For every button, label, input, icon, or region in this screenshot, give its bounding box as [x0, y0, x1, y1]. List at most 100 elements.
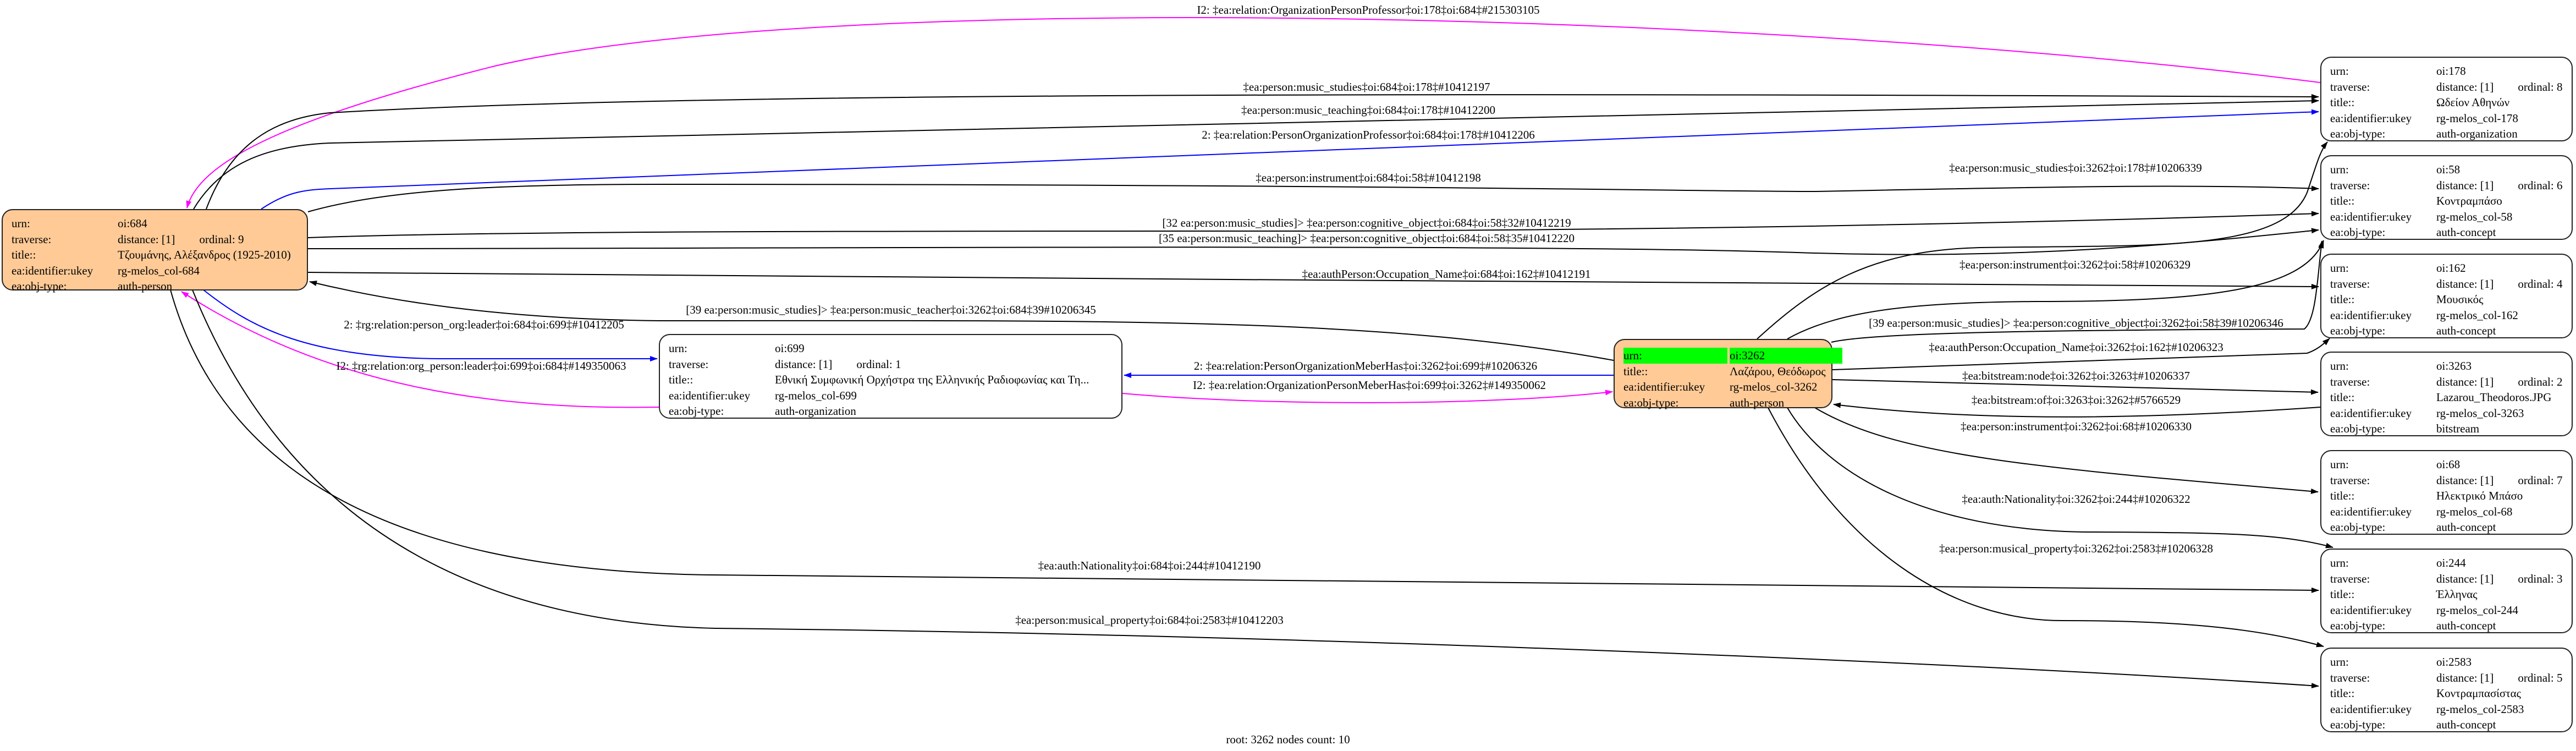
node-field-urn: urn:oi:3262	[1623, 348, 1842, 364]
graph-edge: 2: ‡ea:relation:PersonOrganizationProfes…	[261, 109, 2319, 210]
node-field-urn: urn:oi:684	[12, 216, 307, 232]
field-label: urn:	[2330, 64, 2349, 78]
edge-line	[261, 109, 2319, 210]
edge-line	[307, 183, 2319, 212]
distance-value: distance: [1]	[2436, 671, 2494, 684]
node-field-objtype: ea:obj-type:auth-organization	[669, 403, 1121, 419]
distance-value: distance: [1]	[2436, 80, 2494, 94]
edge-line	[309, 281, 1614, 361]
field-value: Κοντραμπασίστας	[2436, 687, 2521, 700]
field-label: urn:	[2330, 163, 2349, 176]
edge-label: ‡ea:auth:Nationality‡oi:3262‡oi:244‡#102…	[1962, 492, 2190, 506]
field-label: ea:obj-type:	[1623, 396, 1679, 409]
edge-line	[1757, 141, 2328, 339]
edge-line	[1832, 379, 2319, 395]
edge-line	[1832, 338, 2330, 370]
ordinal-value: ordinal: 8	[2518, 80, 2563, 94]
field-value: auth-concept	[2436, 718, 2496, 731]
distance-value: distance: [1]	[2436, 375, 2494, 388]
edge-line	[186, 17, 2321, 209]
node-field-objtype: ea:obj-type: auth-concept	[2330, 519, 2572, 535]
field-label: ea:obj-type:	[12, 279, 67, 293]
edge-label: ‡ea:person:instrument‡oi:3262‡oi:68‡#102…	[1961, 420, 2192, 433]
field-value: oi:178	[2436, 64, 2466, 78]
field-value: auth-concept	[2436, 520, 2496, 534]
field-label: ea:obj-type:	[2330, 520, 2386, 534]
field-label: ea:identifier:ukey	[2330, 210, 2412, 223]
edge-line	[1833, 402, 2321, 418]
field-label: title::	[2330, 194, 2355, 207]
field-label: ea:obj-type:	[2330, 324, 2386, 337]
edge-label: ‡ea:person:instrument‡oi:684‡oi:58‡#1041…	[1256, 171, 1480, 184]
field-value: Λαζάρου, Θεόδωρος	[1730, 364, 1826, 378]
node-field-title: title::Ωδείον Αθηνών	[2330, 95, 2572, 111]
edge-line	[307, 272, 2319, 289]
node-field-title: title::Τζουμάνης, Αλέξανδρος (1925-2010)	[12, 247, 307, 263]
field-label: ea:obj-type:	[669, 404, 724, 418]
node-field-title: title::Έλληνας	[2330, 586, 2572, 602]
distance-value: distance: [1]	[2436, 572, 2494, 585]
field-value: rg-melos_col-58	[2436, 210, 2513, 223]
graph-edge: 2: ‡ea:relation:PersonOrganizationMeberH…	[1124, 359, 1614, 378]
field-label: ea:identifier:ukey	[2330, 603, 2412, 617]
node-field-objtype: ea:obj-type:auth-person	[1623, 395, 1831, 411]
edge-label: I2: ‡ea:relation:OrganizationPersonMeber…	[1193, 379, 1546, 392]
distance-value: distance: [1]	[2436, 473, 2494, 487]
edge-label: ‡ea:auth:Nationality‡oi:684‡oi:244‡#1041…	[1038, 559, 1261, 572]
node-field-objtype: ea:obj-type:auth-concept	[2330, 618, 2572, 634]
ordinal-value: ordinal: 1	[856, 357, 901, 371]
field-label: traverse:	[2330, 277, 2370, 290]
field-value: Έλληνας	[2436, 588, 2478, 601]
ordinal-value: ordinal: 6	[2518, 178, 2563, 192]
ordinal-value: ordinal: 9	[199, 232, 244, 246]
node-field-urn: urn:oi:3263	[2330, 358, 2572, 374]
field-value: oi:3262	[1730, 348, 1842, 364]
edge-line	[203, 289, 658, 361]
node-field-urn: urn:oi:244	[2330, 555, 2572, 571]
field-label: title::	[2330, 489, 2355, 502]
field-label: urn:	[2330, 458, 2349, 471]
graph-footer: root: 3262 nodes count: 10	[1226, 733, 1350, 746]
field-value: rg-melos_col-162	[2436, 308, 2518, 322]
graph-edge: ‡ea:authPerson:Occupation_Name‡oi:684‡oi…	[307, 267, 2319, 289]
graph-edge: ‡ea:person:music_studies‡oi:684‡oi:178‡#…	[206, 80, 2319, 210]
graph-edge: 2: ‡rg:relation:person_org:leader‡oi:684…	[203, 289, 658, 361]
edge-label: ‡ea:bitstream:node‡oi:3262‡oi:3263‡#1020…	[1962, 369, 2190, 382]
edge-line	[307, 211, 2319, 238]
field-label: traverse:	[12, 232, 52, 246]
node-field-urn: urn: oi:178	[2330, 63, 2572, 79]
node-field-urn: urn:oi:699	[669, 341, 1121, 357]
edge-label: I2: ‡rg:relation:org_person:leader‡oi:69…	[336, 359, 626, 372]
field-label: ea:identifier:ukey	[669, 388, 751, 402]
field-label: urn:	[1623, 348, 1727, 364]
field-value: rg-melos_col-684	[118, 264, 200, 277]
field-label: ea:identifier:ukey	[12, 264, 93, 277]
node-field-urn: urn:oi:2583	[2330, 654, 2572, 670]
node-field-title: title::Λαζάρου, Θεόδωρος	[1623, 364, 1831, 380]
graph-edge: I2: ‡rg:relation:org_person:leader‡oi:69…	[181, 291, 659, 408]
field-value: Ηλεκτρικό Μπάσο	[2436, 489, 2523, 502]
edge-label: ‡ea:authPerson:Occupation_Name‡oi:3262‡o…	[1929, 341, 2223, 354]
edge-label: [35 ea:person:music_teaching]> ‡ea:perso…	[1159, 232, 1575, 245]
field-value: rg-melos_col-244	[2436, 603, 2518, 617]
field-value: auth-person	[118, 279, 173, 293]
field-value: Ωδείον Αθηνών	[2436, 96, 2510, 109]
edge-label: [39 ea:person:music_studies]> ‡ea:person…	[686, 303, 1096, 316]
edge-line	[1768, 407, 2324, 648]
node-field-traverse: traverse:distance: [1]ordinal: 7	[2330, 473, 2572, 489]
field-label: title::	[2330, 588, 2355, 601]
node-field-traverse: traverse:distance: [1]ordinal: 8	[2330, 79, 2572, 95]
field-label: urn:	[2330, 359, 2349, 372]
